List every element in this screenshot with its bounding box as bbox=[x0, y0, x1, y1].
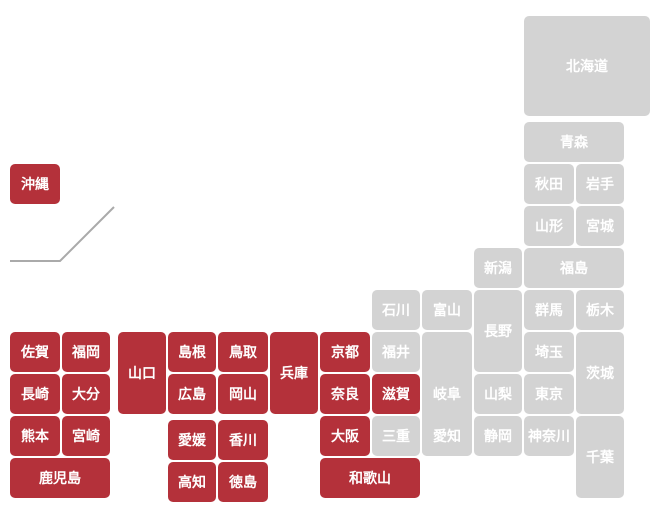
prefecture-akita[interactable]: 秋田 bbox=[524, 164, 574, 204]
prefecture-tottori[interactable]: 鳥取 bbox=[218, 332, 268, 372]
prefecture-shimane[interactable]: 島根 bbox=[168, 332, 216, 372]
prefecture-fukui[interactable]: 福井 bbox=[372, 332, 420, 372]
prefecture-niigata[interactable]: 新潟 bbox=[474, 248, 522, 288]
prefecture-fukuoka[interactable]: 福岡 bbox=[62, 332, 110, 372]
prefecture-ehime[interactable]: 愛媛 bbox=[168, 420, 216, 460]
prefecture-ishikawa[interactable]: 石川 bbox=[372, 290, 420, 330]
prefecture-miyagi[interactable]: 宮城 bbox=[576, 206, 624, 246]
prefecture-kochi[interactable]: 高知 bbox=[168, 462, 216, 502]
prefecture-yamagata[interactable]: 山形 bbox=[524, 206, 574, 246]
prefecture-tokyo[interactable]: 東京 bbox=[524, 374, 574, 414]
prefecture-wakayama[interactable]: 和歌山 bbox=[320, 458, 420, 498]
prefecture-hyogo[interactable]: 兵庫 bbox=[270, 332, 318, 414]
prefecture-hokkaido[interactable]: 北海道 bbox=[524, 16, 650, 116]
prefecture-fukushima[interactable]: 福島 bbox=[524, 248, 624, 288]
prefecture-saitama[interactable]: 埼玉 bbox=[524, 332, 574, 372]
prefecture-nara[interactable]: 奈良 bbox=[320, 374, 370, 414]
prefecture-iwate[interactable]: 岩手 bbox=[576, 164, 624, 204]
prefecture-okinawa[interactable]: 沖縄 bbox=[10, 164, 60, 204]
prefecture-chiba[interactable]: 千葉 bbox=[576, 416, 624, 498]
prefecture-shizuoka[interactable]: 静岡 bbox=[474, 416, 522, 456]
prefecture-osaka[interactable]: 大阪 bbox=[320, 416, 370, 456]
prefecture-hiroshima[interactable]: 広島 bbox=[168, 374, 216, 414]
prefecture-gunma[interactable]: 群馬 bbox=[524, 290, 574, 330]
prefecture-tochigi[interactable]: 栃木 bbox=[576, 290, 624, 330]
prefecture-yamaguchi[interactable]: 山口 bbox=[118, 332, 166, 414]
prefecture-miyazaki[interactable]: 宮崎 bbox=[62, 416, 110, 456]
prefecture-mie[interactable]: 三重 bbox=[372, 416, 420, 456]
prefecture-toyama[interactable]: 富山 bbox=[422, 290, 472, 330]
prefecture-kanagawa[interactable]: 神奈川 bbox=[524, 416, 574, 456]
prefecture-nagano[interactable]: 長野 bbox=[474, 290, 522, 372]
prefecture-nagasaki[interactable]: 長崎 bbox=[10, 374, 60, 414]
prefecture-aomori[interactable]: 青森 bbox=[524, 122, 624, 162]
prefecture-aichi[interactable]: 愛知 bbox=[422, 416, 472, 456]
prefecture-ibaraki[interactable]: 茨城 bbox=[576, 332, 624, 414]
prefecture-oita[interactable]: 大分 bbox=[62, 374, 110, 414]
prefecture-kagawa[interactable]: 香川 bbox=[218, 420, 268, 460]
prefecture-kumamoto[interactable]: 熊本 bbox=[10, 416, 60, 456]
prefecture-saga[interactable]: 佐賀 bbox=[10, 332, 60, 372]
prefecture-okayama[interactable]: 岡山 bbox=[218, 374, 268, 414]
prefecture-kagoshima[interactable]: 鹿児島 bbox=[10, 458, 110, 498]
prefecture-yamanashi[interactable]: 山梨 bbox=[474, 374, 522, 414]
prefecture-kyoto[interactable]: 京都 bbox=[320, 332, 370, 372]
prefecture-tokushima[interactable]: 徳島 bbox=[218, 462, 268, 502]
prefecture-shiga[interactable]: 滋賀 bbox=[372, 374, 420, 414]
